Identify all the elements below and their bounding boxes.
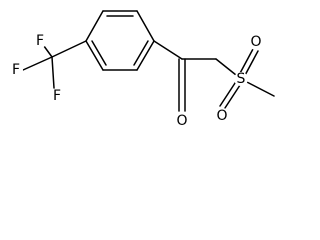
- trifluoromethyl-group: [22, 40, 87, 89]
- ring-bond-top-right: [136, 10, 155, 42]
- ring-double-bond-bottom-right: [133, 40, 149, 66]
- sulfonyl-oxygen-label: O: [216, 108, 227, 124]
- ring-bond-top-left: [85, 10, 104, 42]
- fluorine-atom-label: F: [36, 33, 44, 49]
- benzene-ring: [85, 10, 155, 71]
- ring-bond-bottom-left: [85, 40, 104, 71]
- ketone-group: [153, 40, 217, 112]
- fluorine-atom-label: F: [12, 62, 20, 78]
- carbonyl-oxygen-label: O: [176, 113, 187, 129]
- chemical-structure: F F F O S O O: [9, 10, 275, 129]
- cf3-bond-f-left: [22, 56, 53, 71]
- ring-double-bond-bottom-left: [91, 40, 107, 66]
- ring-to-cf3-bond: [51, 40, 87, 58]
- cf3-bond-f-bottom: [51, 56, 55, 89]
- ring-bond-bottom-right: [136, 40, 155, 71]
- fluorine-atom-label: F: [53, 88, 61, 104]
- sulfur-atom-label: S: [237, 71, 246, 87]
- atom-labels: F F F O S O O: [9, 33, 264, 129]
- sulfonyl-oxygen-label: O: [250, 34, 261, 50]
- ring-to-carbonyl-bond: [153, 40, 183, 60]
